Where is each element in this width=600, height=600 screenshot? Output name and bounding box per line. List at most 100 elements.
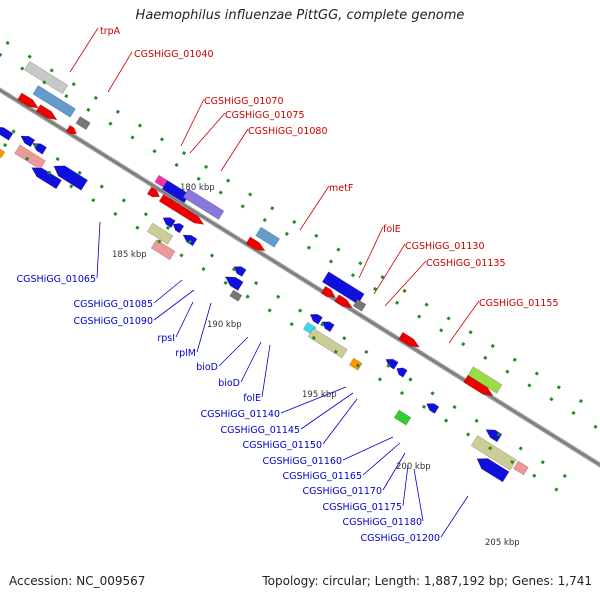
scale-tick [355, 363, 360, 368]
scale-tick [350, 273, 356, 278]
scale-tick [91, 198, 96, 203]
scale-tick [408, 377, 413, 382]
feature-box [470, 435, 517, 471]
reverse-leader-line [240, 341, 262, 383]
scale-tick [71, 82, 76, 87]
kbp-label: 185 kbp [112, 250, 147, 260]
scale-tick [556, 385, 561, 390]
scale-tick [490, 343, 495, 349]
scale-tick [254, 280, 259, 286]
backbone-core [0, 89, 600, 466]
scale-tick [115, 109, 120, 114]
scale-tick [474, 418, 479, 423]
scale-tick [452, 404, 457, 410]
forward-leader-line [189, 112, 226, 154]
scale-tick [3, 142, 8, 148]
reverse-gene-label: CGSHiGG_01140 [200, 409, 280, 420]
cds-forward-arrow [245, 236, 266, 252]
forward-leader-line [358, 226, 384, 279]
cds-forward-arrow [463, 374, 494, 397]
reverse-leader-line [280, 386, 347, 414]
reverse-leader-line [402, 464, 409, 507]
cds-reverse-arrow [224, 276, 244, 291]
scale-tick [5, 40, 10, 45]
scale-tick [69, 184, 74, 189]
scale-tick [468, 330, 473, 335]
reverse-gene-label: CGSHiGG_01160 [262, 456, 342, 467]
scale-tick [157, 239, 162, 244]
cds-reverse-arrow [476, 458, 510, 483]
scale-tick [311, 335, 316, 341]
scale-tick [593, 424, 598, 429]
kbp-label: 195 kbp [302, 390, 337, 400]
scale-tick [179, 253, 184, 258]
scale-tick [240, 204, 245, 209]
reverse-gene-label: CGSHiGG_01085 [73, 299, 153, 310]
scale-tick [196, 176, 201, 181]
feature-box [154, 174, 168, 188]
scale-tick [135, 225, 140, 230]
scale-tick [554, 487, 559, 492]
forward-gene-label: metF [329, 183, 353, 194]
forward-leader-line [373, 243, 406, 295]
feature-box [467, 366, 503, 394]
scale-tick [496, 432, 501, 437]
scale-tick [284, 231, 289, 236]
cds-reverse-arrow [53, 165, 89, 191]
scale-tick [47, 170, 52, 175]
scale-tick [64, 94, 69, 99]
feature-box [393, 409, 412, 426]
feature-box [32, 85, 76, 118]
reverse-gene-label: bioD [218, 378, 240, 389]
scale-tick [181, 151, 187, 156]
scale-tick [270, 206, 275, 211]
scale-tick [314, 233, 319, 238]
scale-tick [218, 190, 223, 195]
reverse-leader-line [96, 221, 101, 279]
scale-tick [534, 371, 539, 376]
reverse-gene-label: CGSHiGG_01180 [342, 517, 422, 528]
reverse-gene-label: CGSHiGG_01090 [73, 316, 153, 327]
scale-tick [159, 137, 165, 142]
reverse-gene-label: CGSHiGG_01145 [220, 425, 300, 436]
reverse-leader-line [440, 495, 469, 538]
scale-tick [402, 288, 407, 293]
scale-tick [143, 212, 148, 217]
scale-tick [248, 192, 253, 197]
scale-tick [262, 218, 267, 223]
scale-tick [93, 95, 98, 101]
cds-reverse-arrow [0, 126, 14, 141]
scale-tick [108, 121, 113, 126]
cds-forward-arrow [146, 186, 161, 198]
cds-reverse-arrow [396, 367, 408, 378]
scale-tick [512, 357, 517, 362]
forward-gene-label: CGSHiGG_01155 [479, 298, 559, 309]
scale-tick [121, 198, 126, 203]
reverse-leader-line [153, 279, 183, 304]
scale-tick [165, 225, 170, 231]
scale-tick [113, 211, 118, 217]
reverse-gene-label: folE [243, 393, 261, 404]
scale-tick [292, 219, 297, 225]
scale-tick [201, 267, 206, 272]
scale-tick [439, 328, 444, 333]
cds-reverse-arrow [31, 167, 62, 190]
scale-tick [289, 322, 294, 327]
reverse-leader-line [196, 302, 212, 353]
cds-reverse-arrow [321, 321, 335, 333]
cds-reverse-arrow [485, 429, 503, 443]
reverse-leader-line [322, 398, 358, 445]
scale-tick [395, 300, 400, 305]
cds-forward-arrow [158, 194, 205, 225]
scale-tick [130, 135, 135, 140]
scale-tick [336, 247, 341, 252]
reverse-leader-line [261, 344, 271, 398]
scale-tick [86, 107, 91, 112]
scale-tick [417, 314, 422, 319]
scale-tick [549, 397, 554, 402]
scale-tick [49, 68, 54, 73]
scale-tick [430, 391, 435, 396]
cds-forward-arrow [17, 92, 39, 109]
reverse-leader-line [382, 452, 406, 491]
